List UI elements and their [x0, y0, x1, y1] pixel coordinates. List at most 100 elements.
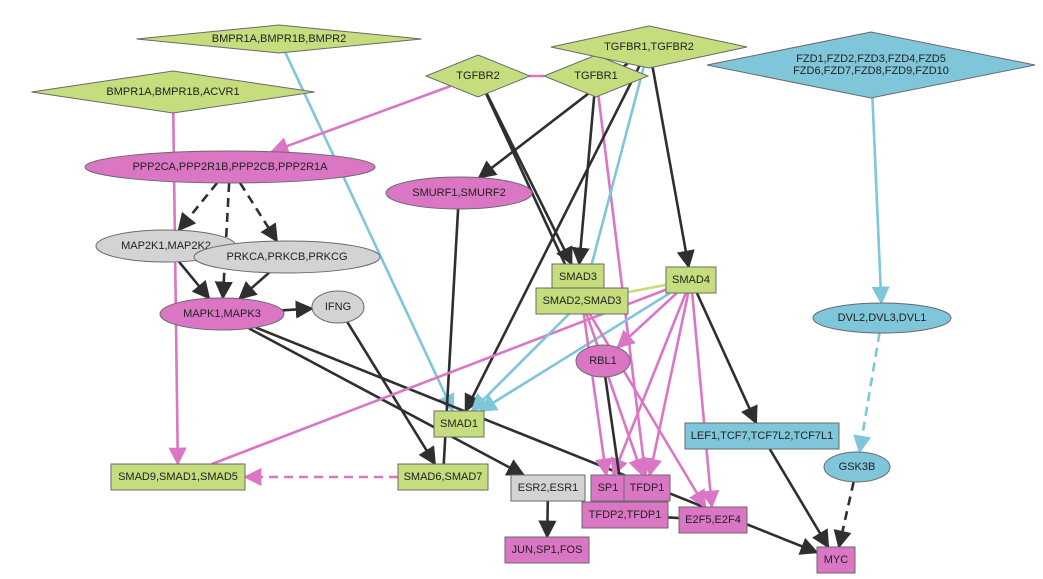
edge-smad4-to-lef1	[695, 292, 758, 425]
node-prkc[interactable]: PRKCA,PRKCB,PRKCG	[193, 240, 381, 274]
node-gsk3b[interactable]: GSK3B	[823, 451, 891, 483]
node-label: SMAD6,SMAD7	[404, 471, 483, 483]
node-shape-ellipse	[823, 451, 891, 483]
node-label: SMAD2,SMAD3	[543, 295, 622, 307]
node-lef1[interactable]: LEF1,TCF7,TCF7L2,TCF7L1	[684, 422, 840, 450]
edge-pp2a-to-map2k	[177, 182, 219, 232]
edge-ifng-to-smad67	[346, 321, 437, 466]
node-shape-rect	[684, 422, 840, 450]
edge-tfdp2-to-e2f	[667, 516, 680, 520]
node-label: TGFBR1	[574, 70, 617, 82]
node-shape-rect	[623, 474, 671, 502]
node-tgfbr1[interactable]: TGFBR1	[542, 54, 650, 98]
node-tgfbr2[interactable]: TGFBR2	[424, 54, 532, 98]
node-label: MAPK1,MAPK3	[183, 308, 261, 320]
node-label: PPP2CA,PPP2R1B,PPP2CB,PPP2R1A	[132, 161, 328, 173]
node-smad1[interactable]: SMAD1	[433, 410, 485, 438]
node-shape-diamond	[706, 31, 1036, 99]
edge-smad4-to-smad23	[627, 283, 667, 294]
edge-smad4-to-smad915	[211, 288, 667, 466]
node-tfdp1[interactable]: TFDP1	[623, 474, 671, 502]
edge-tgfbr1-to-smad3	[571, 96, 596, 266]
node-smurf[interactable]: SMURF1,SMURF2	[385, 176, 533, 210]
edge-tgfbr2-to-smad3	[485, 92, 573, 266]
node-shape-rect	[504, 536, 590, 564]
edge-layer	[168, 51, 890, 555]
node-dvl[interactable]: DVL2,DVL3,DVL1	[812, 302, 952, 334]
node-shape-diamond	[542, 54, 650, 98]
edge-pp2a-to-mapk	[214, 182, 233, 300]
node-tgfbr12[interactable]: TGFBR1,TGFBR2	[550, 25, 748, 69]
node-label: TGFBR2	[456, 70, 499, 82]
node-shape-rect	[590, 474, 626, 502]
node-shape-rect	[535, 287, 629, 315]
node-shape-ellipse	[311, 290, 365, 324]
node-fzd[interactable]: FZD1,FZD2,FZD3,FZD4,FZD5FZD6,FZD7,FZD8,F…	[706, 31, 1036, 99]
node-shape-rect	[510, 474, 586, 502]
node-label: TFDP1	[630, 482, 665, 494]
edge-fzd-to-dvl	[871, 97, 890, 305]
node-sp1[interactable]: SP1	[590, 474, 626, 502]
node-pp2a[interactable]: PPP2CA,PPP2R1B,PPP2CB,PPP2R1A	[84, 150, 376, 184]
node-label: DVL2,DVL3,DVL1	[838, 312, 927, 324]
node-label: MYC	[824, 554, 849, 566]
node-shape-rect	[665, 266, 717, 294]
node-rbl1[interactable]: RBL1	[575, 344, 631, 378]
node-shape-ellipse	[159, 297, 285, 331]
node-label: GSK3B	[839, 461, 876, 473]
node-smad3[interactable]: SMAD3	[551, 263, 605, 291]
edge-prkc-to-mapk	[238, 271, 270, 300]
node-label: MAP2K1,MAP2K2	[121, 240, 211, 252]
node-smad67[interactable]: SMAD6,SMAD7	[397, 463, 489, 491]
edge-smad23-to-sp1	[582, 313, 613, 477]
node-label: TFDP2,TFDP1	[589, 509, 662, 521]
edge-mapk-to-ifng	[282, 300, 314, 319]
edge-mapk-to-esr	[248, 327, 526, 477]
edge-smad4-to-smad1	[478, 291, 671, 413]
edge-gsk3b-to-myc	[833, 481, 855, 549]
edge-smad4-to-rbl1	[616, 292, 678, 349]
node-shape-ellipse	[84, 150, 376, 184]
node-shape-diamond	[550, 25, 748, 69]
edge-map2k-to-mapk	[177, 260, 211, 300]
node-label: IFNG	[325, 301, 351, 313]
node-label: PRKCA,PRKCB,PRKCG	[226, 251, 347, 263]
node-label: LEF1,TCF7,TCF7L2,TCF7L1	[691, 430, 833, 442]
node-shape-rect	[110, 463, 246, 491]
node-label: SMURF1,SMURF2	[412, 187, 506, 199]
edge-smad4-to-e2f	[690, 292, 720, 509]
edge-tgfbr12-to-smad23	[580, 66, 646, 290]
edge-bmpr2-to-smad1	[284, 51, 455, 413]
node-shape-rect	[678, 506, 748, 534]
node-label: FZD1,FZD2,FZD3,FZD4,FZD5	[796, 53, 946, 65]
edge-esr-to-jun	[538, 500, 557, 539]
edge-tgfbr2-to-pp2a	[270, 84, 452, 155]
node-shape-ellipse	[575, 344, 631, 378]
node-acvr1[interactable]: BMPR1A,BMPR1B,ACVR1	[31, 70, 315, 114]
edge-smad4-to-tfdp1	[644, 292, 690, 477]
node-bmpr2[interactable]: BMPR1A,BMPR1B,BMPR2	[136, 24, 422, 54]
node-myc[interactable]: MYC	[816, 546, 856, 574]
node-e2f[interactable]: E2F5,E2F4	[678, 506, 748, 534]
node-smad4[interactable]: SMAD4	[665, 266, 717, 294]
node-tfdp2[interactable]: TFDP2,TFDP1	[581, 501, 669, 529]
edge-tgfbr12-to-smad1	[464, 65, 641, 413]
node-shape-diamond	[136, 24, 422, 54]
node-mapk[interactable]: MAPK1,MAPK3	[159, 297, 285, 331]
node-smad915[interactable]: SMAD9,SMAD1,SMAD5	[110, 463, 246, 491]
node-ifng[interactable]: IFNG	[311, 290, 365, 324]
node-shape-diamond	[424, 54, 532, 98]
edge-pp2a-to-prkc	[239, 182, 279, 243]
node-jun[interactable]: JUN,SP1,FOS	[504, 536, 590, 564]
node-label: BMPR1A,BMPR1B,ACVR1	[106, 86, 239, 98]
node-esr[interactable]: ESR2,ESR1	[510, 474, 586, 502]
node-smad23[interactable]: SMAD2,SMAD3	[535, 287, 629, 315]
node-shape-rect	[581, 501, 669, 529]
node-label: SMAD9,SMAD1,SMAD5	[118, 471, 238, 483]
node-shape-ellipse	[193, 240, 381, 274]
node-shape-ellipse	[812, 302, 952, 334]
node-shape-diamond	[31, 70, 315, 114]
node-label: SMAD4	[672, 274, 710, 286]
node-label: SMAD1	[440, 418, 478, 430]
